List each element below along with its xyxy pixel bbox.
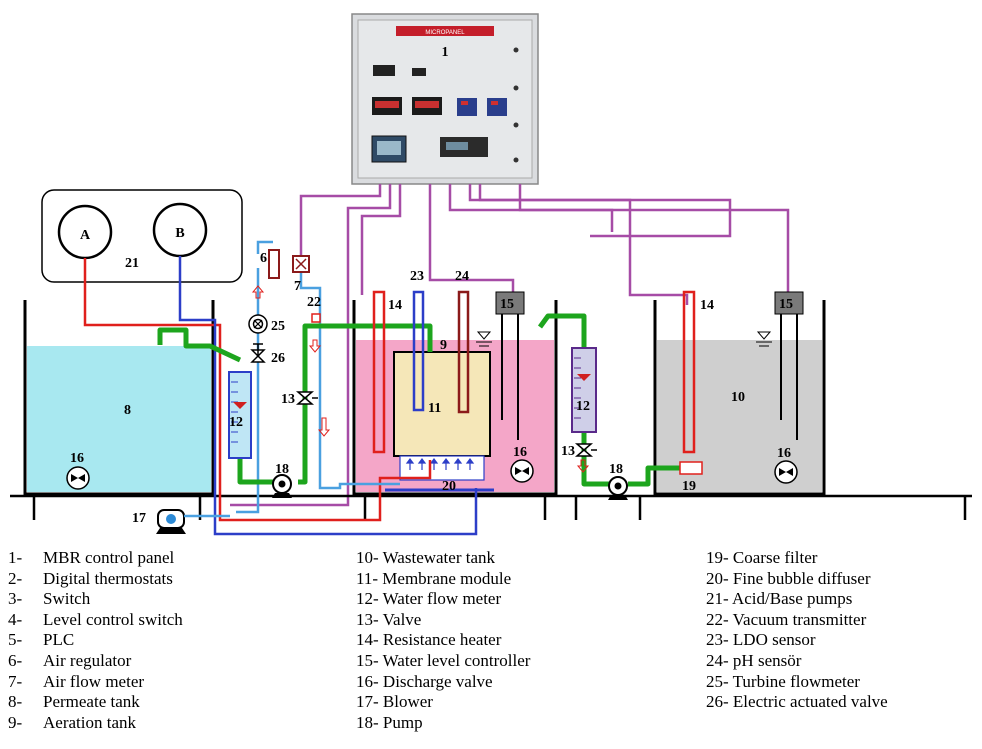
legend-item: 24- pH sensör bbox=[706, 651, 888, 672]
label-12: 12 bbox=[576, 399, 590, 414]
label-13: 13 bbox=[561, 444, 575, 459]
digital-display bbox=[373, 65, 395, 76]
legend-item: 14- Resistance heater bbox=[356, 630, 530, 651]
bubble-diffuser bbox=[400, 456, 484, 480]
mbr-system-diagram: MICROPANEL 1 A B 21 bbox=[0, 0, 982, 540]
legend-item: 8-Permeate tank bbox=[8, 692, 183, 713]
panel-number: 1 bbox=[442, 45, 449, 60]
panel-brand-text: MICROPANEL bbox=[425, 30, 465, 36]
label-12: 12 bbox=[229, 415, 243, 430]
valve-icon bbox=[298, 392, 318, 404]
label-26: 26 bbox=[271, 351, 285, 366]
legend-item: 21- Acid/Base pumps bbox=[706, 589, 888, 610]
label-19: 19 bbox=[682, 479, 696, 494]
coarse-filter bbox=[680, 462, 702, 474]
valve-icon bbox=[577, 444, 597, 456]
legend-item: 6-Air regulator bbox=[8, 651, 183, 672]
label-11: 11 bbox=[428, 401, 441, 416]
pump-b-label: B bbox=[175, 226, 184, 241]
legend-item: 4-Level control switch bbox=[8, 610, 183, 631]
label-18: 18 bbox=[275, 462, 289, 477]
legend-column-2: 10- Wastewater tank 11- Membrane module … bbox=[356, 548, 530, 733]
legend-item: 3-Switch bbox=[8, 589, 183, 610]
label-10: 10 bbox=[731, 390, 745, 405]
legend-item: 13- Valve bbox=[356, 610, 530, 631]
label-23: 23 bbox=[410, 269, 424, 284]
label-15: 15 bbox=[779, 297, 793, 312]
legend-item: 5-PLC bbox=[8, 630, 183, 651]
legend-item: 20- Fine bubble diffuser bbox=[706, 569, 888, 590]
label-14: 14 bbox=[388, 298, 402, 313]
label-13: 13 bbox=[281, 392, 295, 407]
legend-item: 9-Aeration tank bbox=[8, 713, 183, 734]
pump-icon bbox=[272, 475, 292, 498]
label-24: 24 bbox=[455, 269, 469, 284]
level-switch bbox=[487, 98, 507, 116]
electric-valve-icon bbox=[252, 344, 264, 362]
label-20: 20 bbox=[442, 479, 456, 494]
legend-item: 2-Digital thermostats bbox=[8, 569, 183, 590]
legend-item: 19- Coarse filter bbox=[706, 548, 888, 569]
label-9: 9 bbox=[440, 338, 447, 353]
digital-display-small bbox=[412, 68, 426, 76]
water-flow-meter bbox=[572, 348, 596, 432]
label-18: 18 bbox=[609, 462, 623, 477]
membrane-module bbox=[394, 352, 490, 456]
acid-base-pumps: A B 21 bbox=[42, 190, 242, 282]
turbine-flowmeter-icon bbox=[249, 315, 267, 333]
legend-item: 16- Discharge valve bbox=[356, 672, 530, 693]
label-22: 22 bbox=[307, 295, 321, 310]
label-15: 15 bbox=[500, 297, 514, 312]
legend-item: 17- Blower bbox=[356, 692, 530, 713]
label-25: 25 bbox=[271, 319, 285, 334]
legend-item: 1-MBR control panel bbox=[8, 548, 183, 569]
discharge-valve-icon bbox=[775, 461, 797, 483]
label-6: 6 bbox=[260, 251, 267, 266]
pump-a-label: A bbox=[80, 228, 91, 243]
label-14: 14 bbox=[700, 298, 714, 313]
legend-item: 15- Water level controller bbox=[356, 651, 530, 672]
label-17: 17 bbox=[132, 511, 146, 526]
base-platform bbox=[10, 496, 972, 520]
air-flow-meter bbox=[293, 256, 309, 272]
label-16: 16 bbox=[70, 451, 84, 466]
legend-item: 23- LDO sensor bbox=[706, 630, 888, 651]
label-8: 8 bbox=[124, 403, 131, 418]
legend-item: 12- Water flow meter bbox=[356, 589, 530, 610]
air-regulator bbox=[269, 250, 279, 278]
legend-item: 7-Air flow meter bbox=[8, 672, 183, 693]
legend-column-3: 19- Coarse filter 20- Fine bubble diffus… bbox=[706, 548, 888, 713]
control-panel: MICROPANEL 1 bbox=[352, 14, 538, 184]
pumps-number: 21 bbox=[125, 256, 139, 271]
label-16: 16 bbox=[777, 446, 791, 461]
legend-item: 22- Vacuum transmitter bbox=[706, 610, 888, 631]
pump-icon bbox=[608, 477, 628, 500]
legend-item: 25- Turbine flowmeter bbox=[706, 672, 888, 693]
discharge-valve-icon bbox=[67, 467, 89, 489]
legend-item: 18- Pump bbox=[356, 713, 530, 734]
label-7: 7 bbox=[294, 279, 301, 294]
discharge-valve-icon bbox=[511, 460, 533, 482]
vacuum-transmitter bbox=[312, 314, 320, 322]
permeate-water bbox=[27, 346, 211, 492]
label-16: 16 bbox=[513, 445, 527, 460]
level-switch bbox=[457, 98, 477, 116]
legend-item: 26- Electric actuated valve bbox=[706, 692, 888, 713]
legend-column-1: 1-MBR control panel 2-Digital thermostat… bbox=[8, 548, 183, 733]
legend-item: 11- Membrane module bbox=[356, 569, 530, 590]
legend-item: 10- Wastewater tank bbox=[356, 548, 530, 569]
